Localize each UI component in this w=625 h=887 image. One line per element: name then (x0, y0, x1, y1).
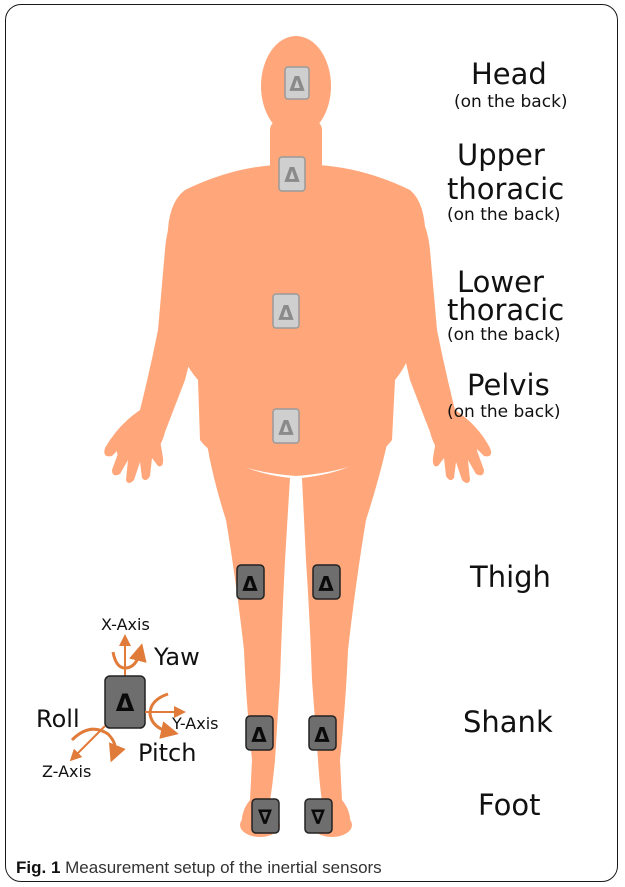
label-pitch: Pitch (138, 741, 196, 765)
sensor-lower-thoracic: Δ (273, 294, 299, 328)
sensor-thigh-left: Δ (237, 565, 264, 599)
label-head-sub: (on the back) (454, 94, 568, 111)
label-y-axis: Y-Axis (172, 716, 219, 732)
figure-caption: Fig. 1 Measurement setup of the inertial… (16, 858, 382, 878)
sensor-foot-right-symbol: ∇ (311, 805, 325, 829)
sensor-foot-left-symbol: ∇ (258, 805, 272, 829)
label-lower-2: thoracic (447, 296, 564, 325)
sensor-shank-right-symbol: Δ (314, 723, 330, 747)
label-thigh: Thigh (470, 563, 551, 592)
sensor-shank-left-symbol: Δ (251, 723, 267, 747)
label-upper-1: Upper (457, 141, 545, 170)
sensor-thigh-right: Δ (313, 565, 340, 599)
sensor-pelvis-symbol: Δ (278, 416, 294, 440)
sensor-shank-left: Δ (246, 716, 273, 750)
label-z-axis: Z-Axis (42, 764, 91, 780)
label-x-axis: X-Axis (101, 617, 150, 633)
sensor-lower-thoracic-symbol: Δ (278, 301, 294, 325)
sensor-shank-right: Δ (309, 716, 336, 750)
label-upper-2: thoracic (447, 175, 564, 204)
label-pelvis-sub: (on the back) (447, 404, 561, 421)
label-shank: Shank (463, 708, 553, 737)
label-foot: Foot (478, 791, 541, 820)
sensor-thigh-right-symbol: Δ (318, 572, 334, 596)
label-lower-sub: (on the back) (447, 327, 561, 344)
label-yaw: Yaw (154, 645, 200, 669)
legend-sensor-symbol: Δ (116, 689, 135, 717)
sensor-upper-thoracic: Δ (279, 157, 305, 191)
sensor-pelvis: Δ (273, 409, 299, 443)
label-pelvis: Pelvis (467, 371, 550, 400)
sensor-head-symbol: Δ (289, 72, 305, 96)
sensor-thigh-left-symbol: Δ (242, 572, 258, 596)
label-roll: Roll (36, 707, 80, 731)
figure-caption-text: Measurement setup of the inertial sensor… (60, 858, 381, 877)
sensor-foot-left: ∇ (252, 799, 279, 833)
label-upper-sub: (on the back) (447, 207, 561, 224)
label-head: Head (471, 60, 547, 89)
yaw-arrow (113, 652, 140, 668)
figure-caption-prefix: Fig. 1 (16, 858, 60, 877)
sensor-foot-right: ∇ (305, 799, 332, 833)
sensor-head: Δ (285, 67, 309, 99)
sensor-upper-thoracic-symbol: Δ (284, 163, 300, 187)
